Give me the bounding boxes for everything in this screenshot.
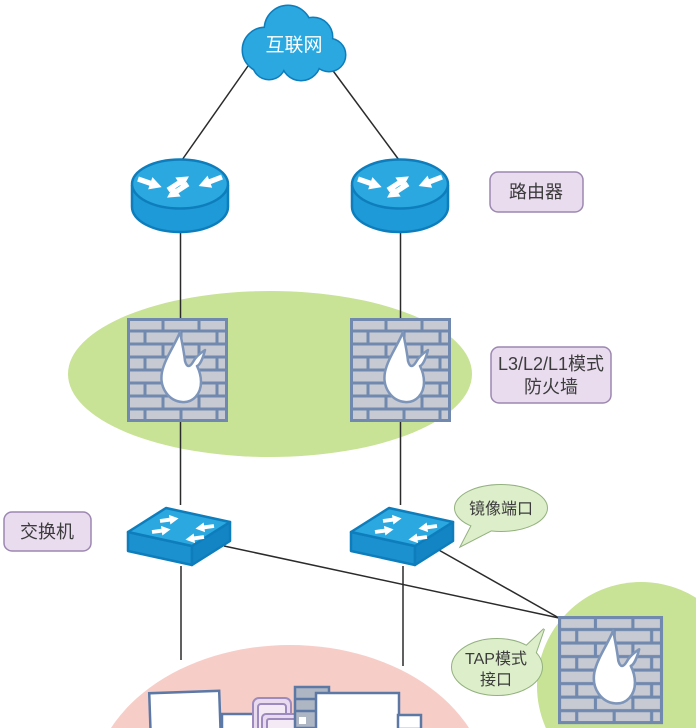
tap-mode-bubble[interactable]: TAP模式 接口 xyxy=(451,628,545,696)
router-tag-label: 路由器 xyxy=(509,182,563,202)
tap-firewall-node[interactable] xyxy=(557,615,664,725)
firewall-mode-tag[interactable]: L3/L2/L1模式 防火墙 xyxy=(490,346,612,404)
mirror-port-bubble[interactable]: 镜像端口 xyxy=(454,484,548,549)
tap-mode-label-line1: TAP模式 xyxy=(465,650,527,668)
link-internet-router-left xyxy=(181,65,249,161)
link-switchleft-tap-firewall xyxy=(223,545,560,619)
pda-device xyxy=(252,697,305,728)
switch-tag-label: 交换机 xyxy=(20,522,74,542)
firewall-right-node[interactable] xyxy=(350,318,451,422)
device-box-left xyxy=(220,712,256,728)
firewall-mode-tag-line1: L3/L2/L1模式 xyxy=(498,354,604,374)
router-right-node[interactable] xyxy=(352,160,448,233)
firewall-left-node[interactable] xyxy=(127,318,228,422)
monitor-left xyxy=(147,689,223,728)
firewall-icon xyxy=(350,318,451,422)
switch-tag-box xyxy=(3,511,92,552)
switch-icon xyxy=(128,508,230,565)
mirror-port-label: 镜像端口 xyxy=(469,499,533,518)
internet-label: 互联网 xyxy=(265,34,322,56)
router-tag-box xyxy=(489,171,584,213)
device-box-right xyxy=(396,713,423,728)
connectors xyxy=(179,63,560,666)
router-icon xyxy=(352,160,448,233)
firewall-mode-tag-box xyxy=(490,346,612,404)
link-internet-router-right xyxy=(327,63,400,161)
firewall-icon xyxy=(557,615,664,725)
router-tag[interactable]: 路由器 xyxy=(489,171,584,213)
lan-devices[interactable] xyxy=(147,685,423,728)
monitor-right xyxy=(314,691,401,728)
router-icon xyxy=(132,160,228,233)
switch-right-node[interactable] xyxy=(351,508,453,565)
switch-left-node[interactable] xyxy=(128,508,230,565)
mirror-bubble-fill xyxy=(455,485,547,546)
firewall-icon xyxy=(127,318,228,422)
firewall-mode-tag-line2: 防火墙 xyxy=(524,377,578,397)
tap-mode-label-line2: 接口 xyxy=(480,671,512,689)
cloud-icon-fill xyxy=(243,6,345,80)
link-switchright-tap-firewall xyxy=(436,548,560,619)
switch-tag[interactable]: 交换机 xyxy=(3,511,92,552)
router-left-node[interactable] xyxy=(132,160,228,233)
internet-cloud-node[interactable]: 互联网 xyxy=(241,4,347,82)
switch-icon xyxy=(351,508,453,565)
tap-bubble-fill xyxy=(452,629,544,695)
